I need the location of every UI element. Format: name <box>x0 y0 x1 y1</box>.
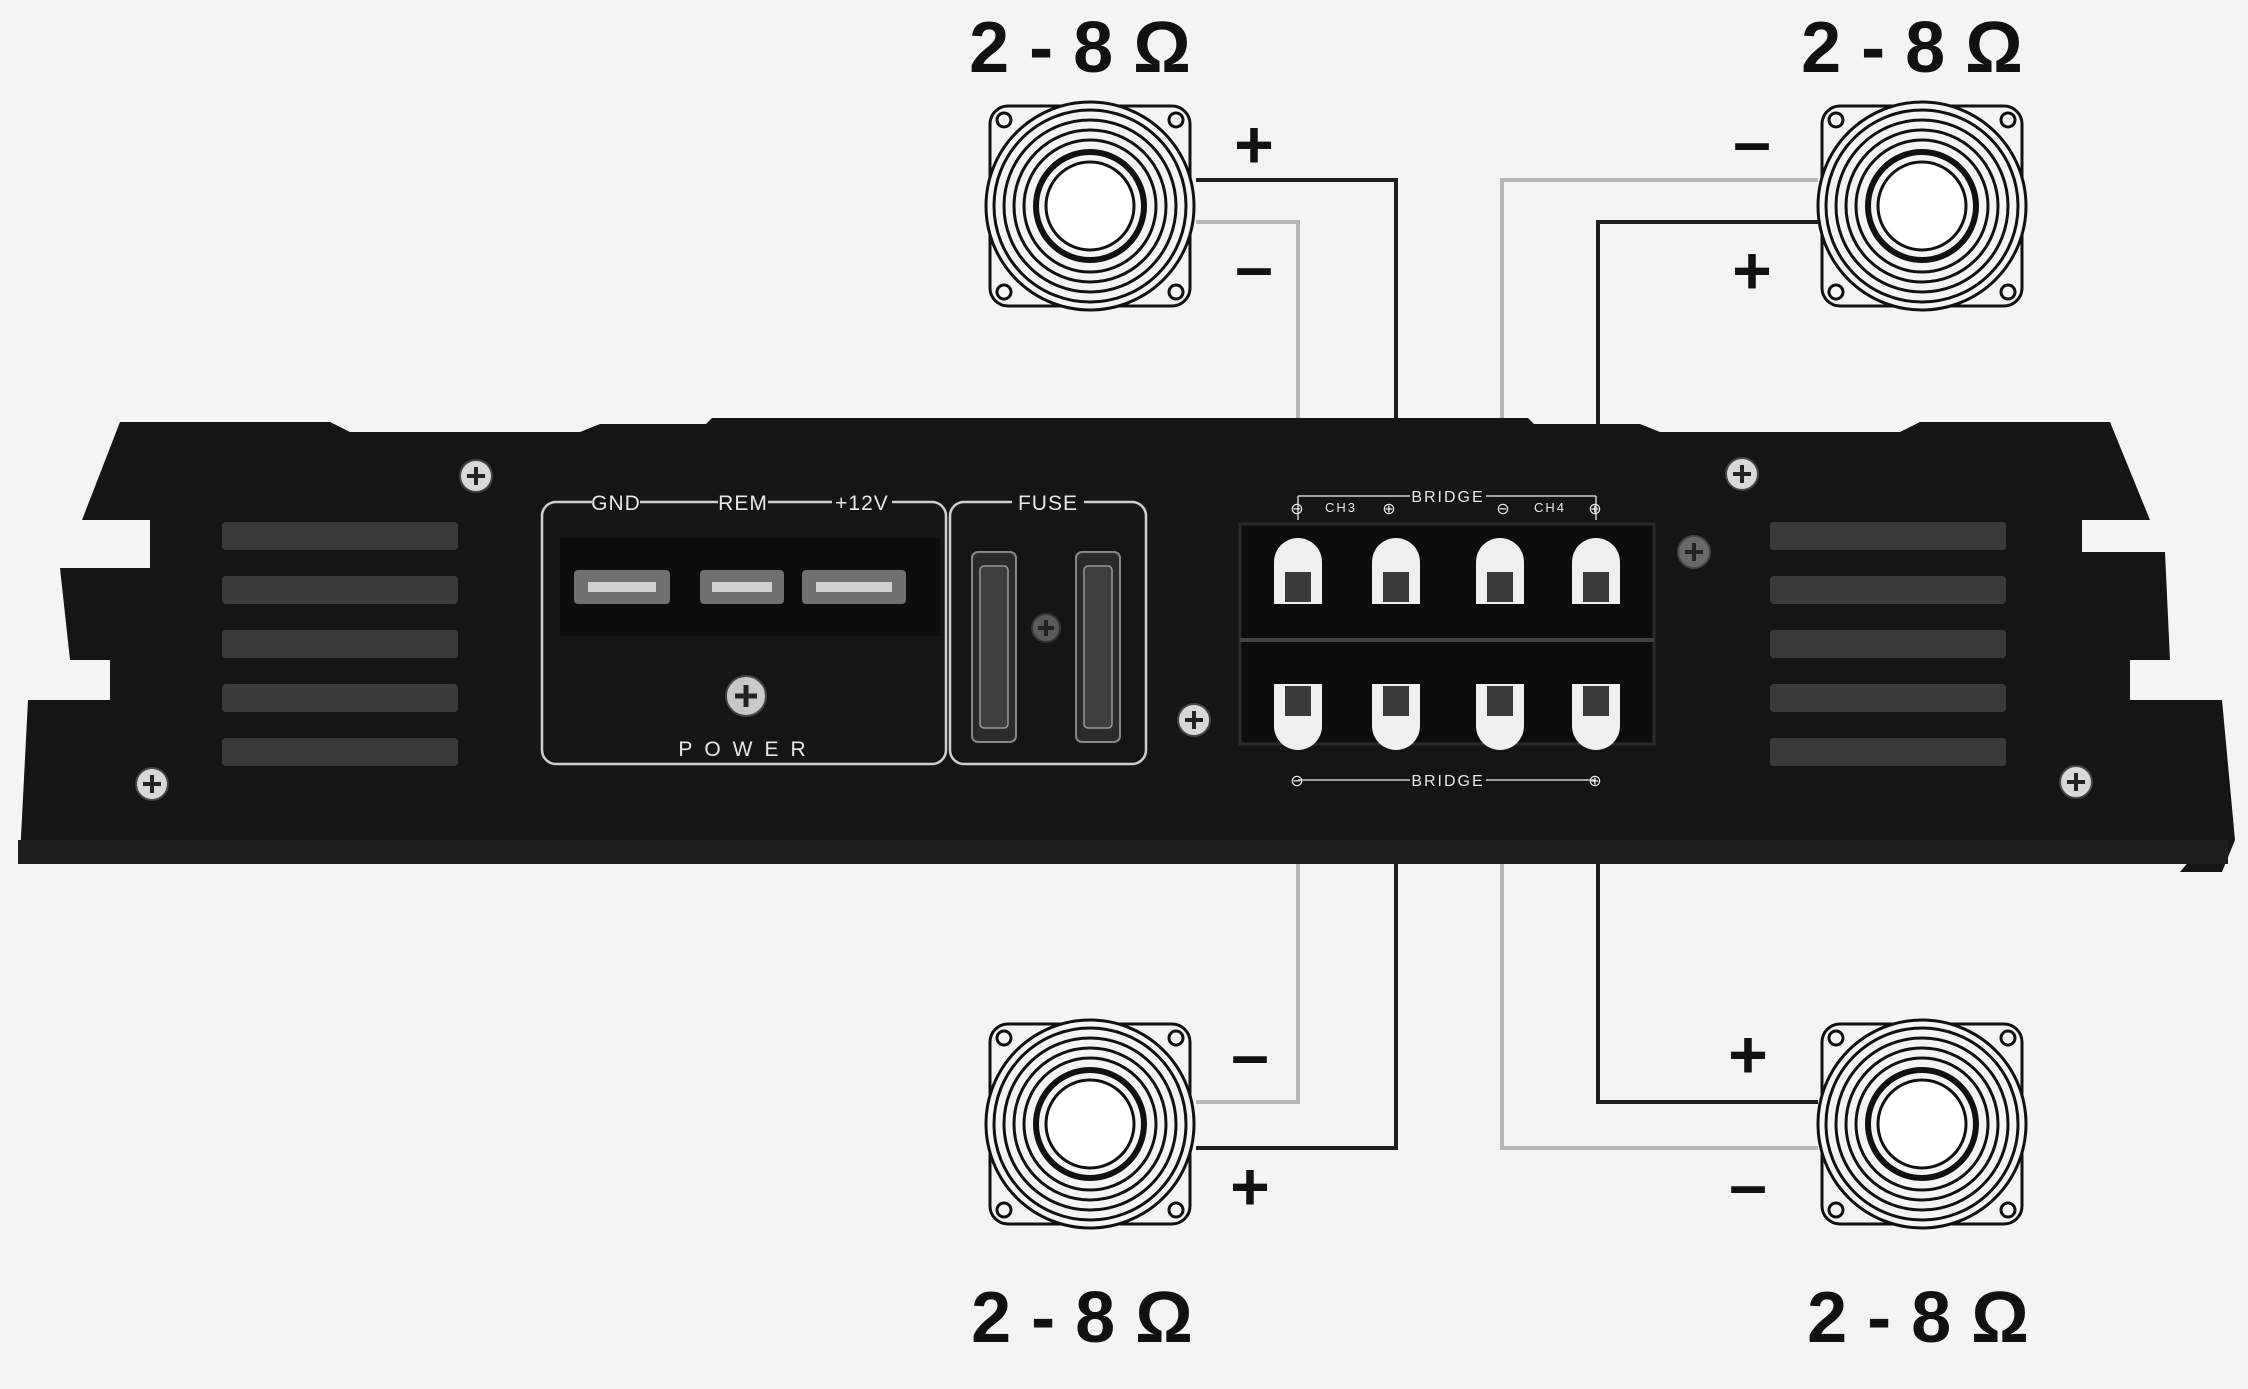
chassis-screws <box>135 457 2093 801</box>
bridge-label-bottom: BRIDGE <box>1411 773 1484 790</box>
terminal-minus-marker-ch3: ⊖ <box>1290 501 1305 518</box>
wire-top-right-negative <box>1500 178 1818 496</box>
bridge-label-top: BRIDGE <box>1411 489 1484 506</box>
terminal-minus-marker-ch4: ⊖ <box>1496 501 1511 518</box>
polarity-plus-top-left: + <box>1234 107 1274 183</box>
impedance-label-top-left: 2 - 8 Ω <box>969 8 1191 88</box>
polarity-minus-top-right: – <box>1733 104 1771 180</box>
polarity-plus-bottom-right: + <box>1728 1017 1768 1093</box>
polarity-plus-top-right: + <box>1732 233 1772 309</box>
fuse-block <box>948 500 1148 766</box>
impedance-label-bottom-left: 2 - 8 Ω <box>971 1278 1193 1358</box>
wire-bottom-right-negative <box>1500 800 1818 1150</box>
ch4-label: CH4 <box>1534 500 1566 515</box>
polarity-minus-bottom-right: – <box>1729 1147 1767 1223</box>
polarity-minus-bottom-left: – <box>1231 1017 1269 1093</box>
gnd-terminal-label: GND <box>591 492 641 515</box>
speaker-wires <box>1196 178 1818 1150</box>
power-terminal-block <box>540 500 948 766</box>
left-vents <box>222 522 458 766</box>
plus12v-terminal-label: +12V <box>835 492 889 515</box>
amplifier-chassis <box>20 418 2235 872</box>
power-section-label: POWER <box>678 738 817 761</box>
impedance-label-top-right: 2 - 8 Ω <box>1801 8 2023 88</box>
speaker-terminals-top <box>1274 538 1620 604</box>
impedance-label-bottom-right: 2 - 8 Ω <box>1807 1278 2029 1358</box>
speaker-top-left <box>986 102 1194 310</box>
wire-bottom-right-positive <box>1596 800 1818 1104</box>
wire-top-left-positive <box>1196 178 1398 496</box>
speaker-top-right <box>1818 102 2026 310</box>
speaker-bottom-right <box>1818 1020 2026 1228</box>
ch3-label: CH3 <box>1325 500 1357 515</box>
amplifier-base <box>18 840 2228 864</box>
bridge-plus-marker-bottom: ⊕ <box>1588 773 1603 790</box>
right-vents <box>1770 522 2006 766</box>
speaker-terminals-bottom <box>1274 684 1620 750</box>
terminal-plus-marker-ch4: ⊕ <box>1588 501 1603 518</box>
terminal-plus-marker-ch3: ⊕ <box>1382 501 1397 518</box>
polarity-minus-top-left: – <box>1235 229 1273 305</box>
polarity-plus-bottom-left: + <box>1230 1149 1270 1225</box>
rem-terminal-label: REM <box>718 492 768 515</box>
wire-bottom-left-positive <box>1196 800 1398 1150</box>
fuse-section-label: FUSE <box>1018 492 1078 515</box>
amplifier: GND REM +12V POWER FUSE <box>18 418 2235 872</box>
wire-bottom-left-negative <box>1196 800 1300 1104</box>
wire-top-right-positive <box>1596 220 1818 496</box>
wire-top-left-negative <box>1196 220 1300 496</box>
speaker-bottom-left <box>986 1020 1194 1228</box>
bridge-minus-marker-bottom: ⊖ <box>1290 773 1305 790</box>
